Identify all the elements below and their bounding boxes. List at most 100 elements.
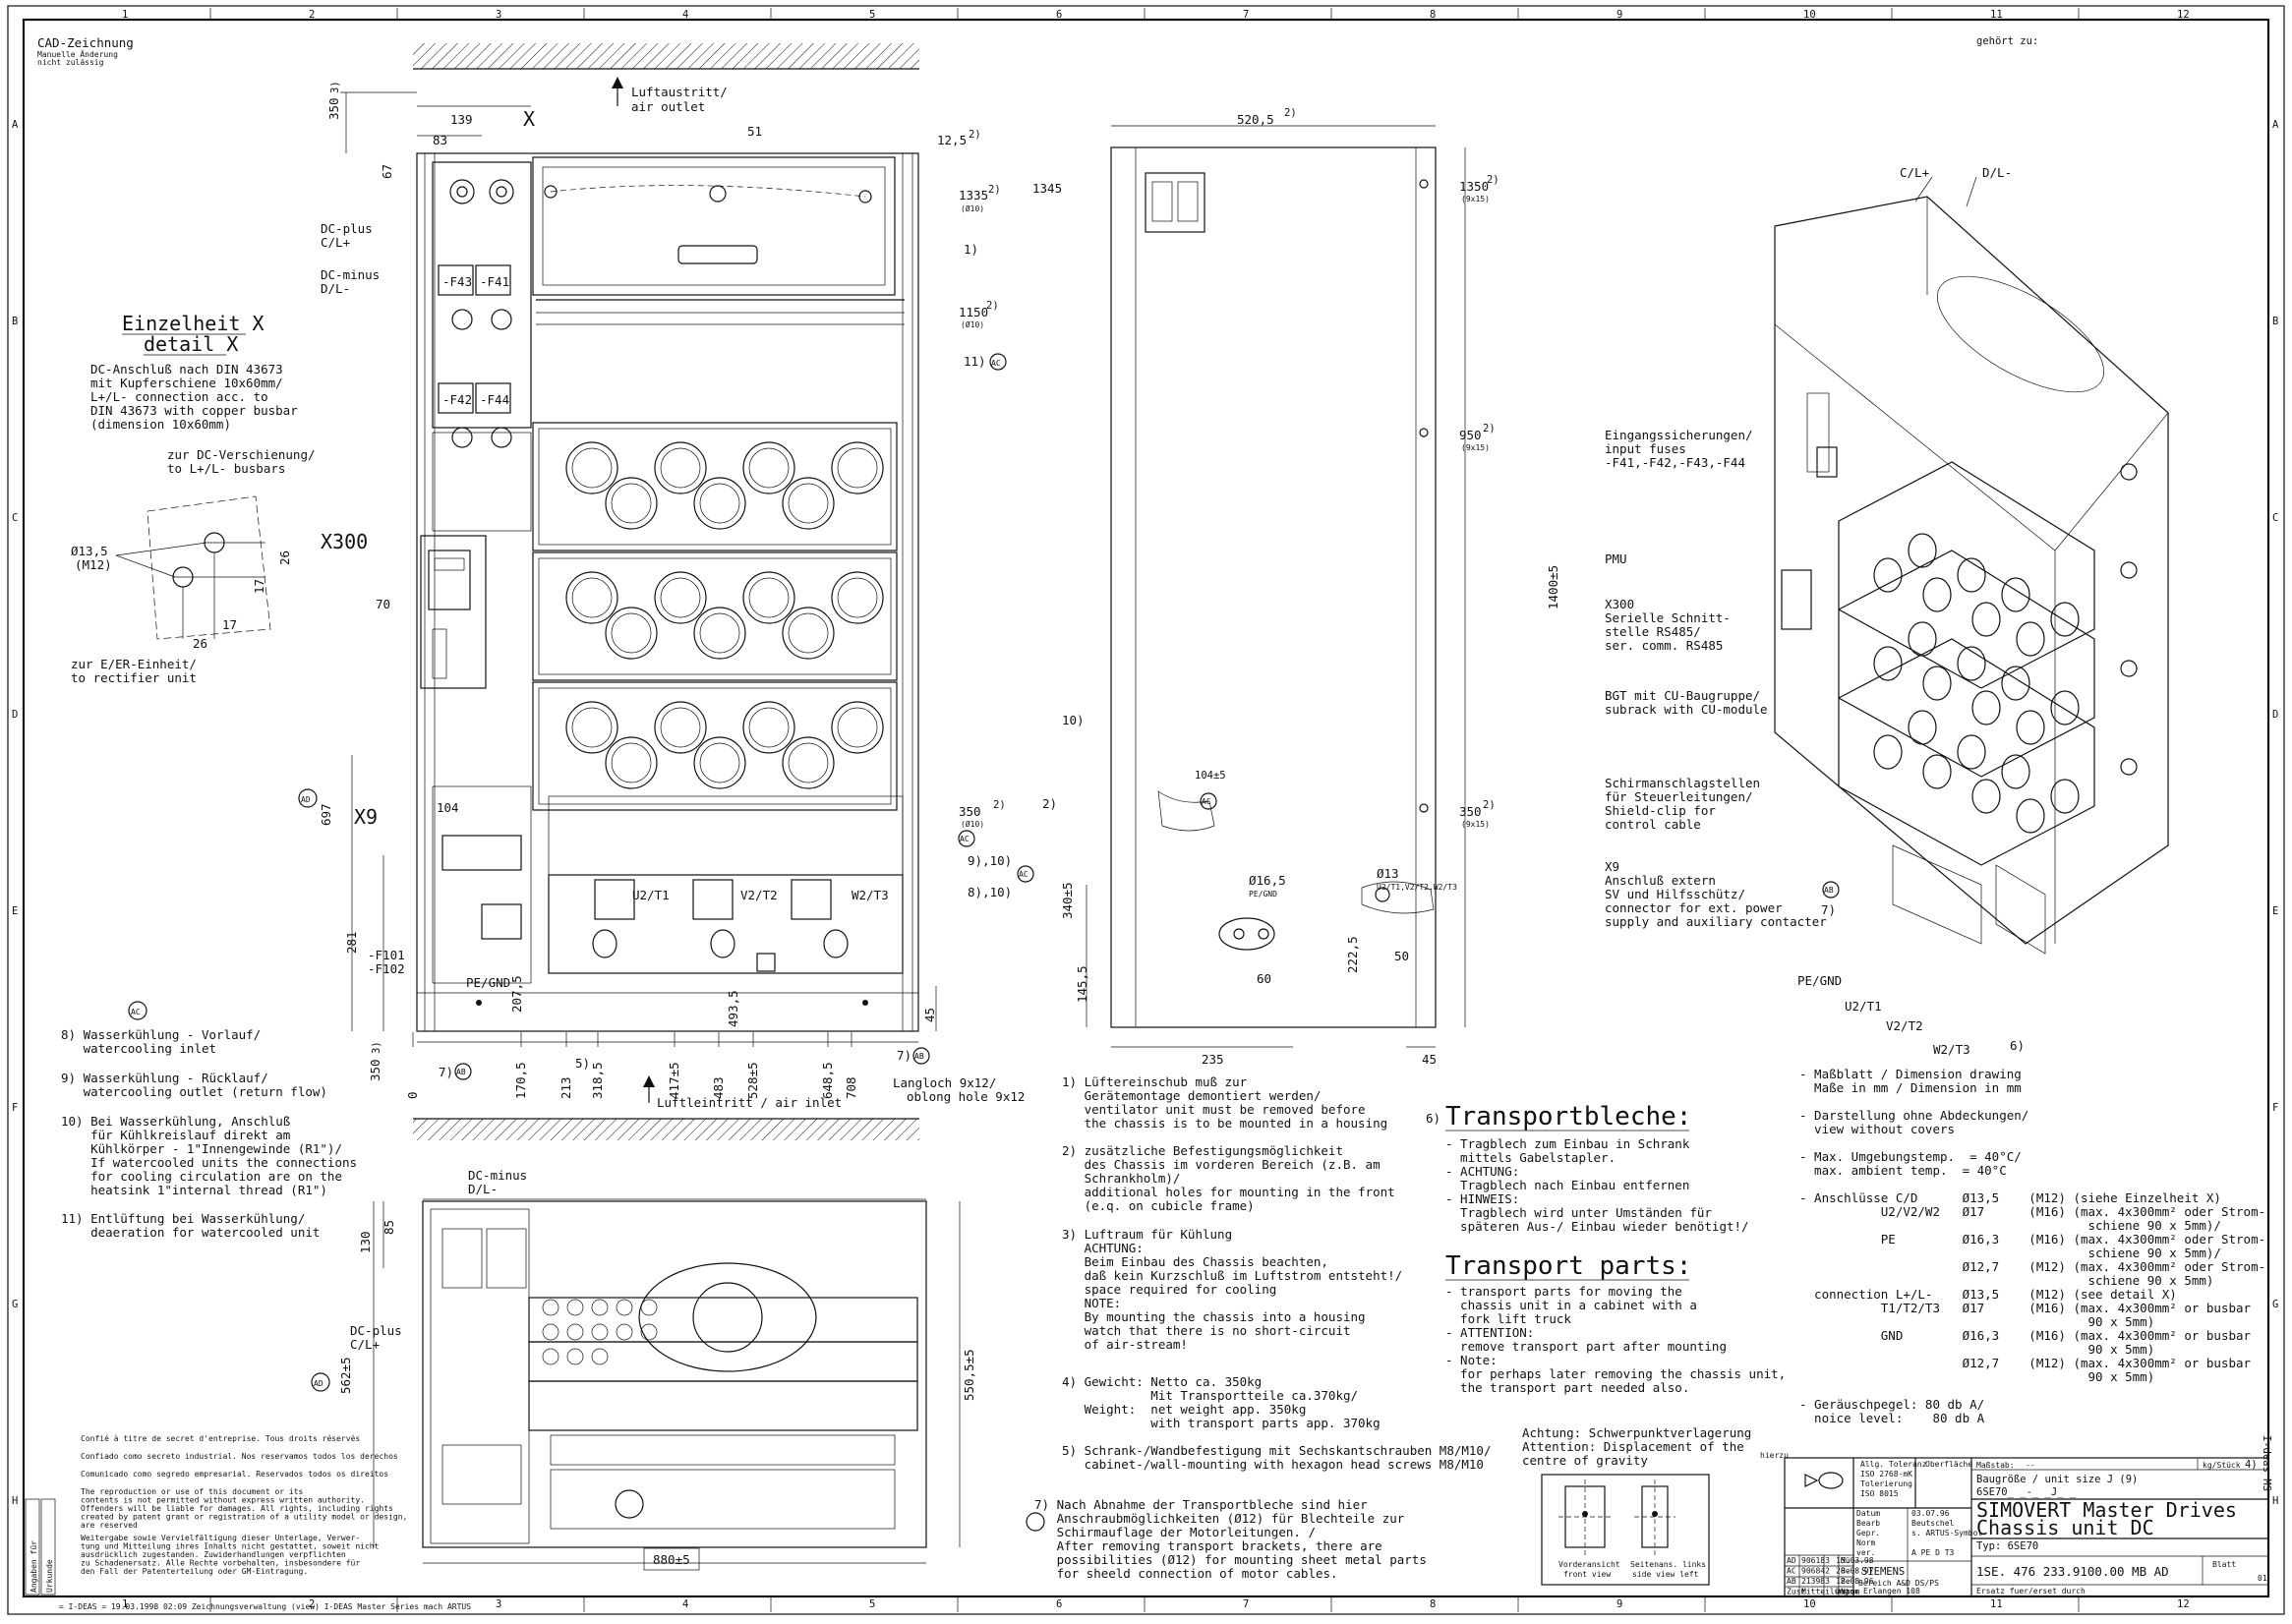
note-4-3: Weight: net weight app. 350kg [1062,1402,1306,1417]
note-8-2: watercooling inlet [61,1041,216,1056]
dim-1335: 1335 [959,188,988,203]
ab-mark-front: AB [456,1068,466,1076]
note-3-3: Beim Einbau des Chassis beachten, [1062,1254,1328,1269]
tb-product-1: SIMOVERT Master Drives [1976,1498,2237,1522]
note-7-4: After removing transport brackets, there… [1034,1538,1382,1553]
notes-left: 8) Wasserkühlung - Vorlauf/ watercooling… [61,1027,357,1240]
detail-x-text-2: mit Kupferschiene 10x60mm/ [90,376,283,390]
transport-de: - Tragblech zum Einbau in Schrank mittel… [1445,1136,1749,1234]
dc-minus-2: D/L- [321,281,350,296]
callout-1: 1) [964,242,978,257]
dim-350-hole: (Ø10) [961,819,984,829]
dim-1345: 1345 [1032,181,1062,196]
dim-12-5: 12,5 [937,133,967,147]
row-right-A: A [2272,119,2279,131]
note-2-1: 2) zusätzliche Befestigungsmöglichkeit [1062,1143,1343,1158]
confid-c-2: tung und Mitteilung ihres Inhalts nicht … [81,1542,380,1551]
spec-line-4: - Darstellung ohne Abdeckungen/ [1799,1108,2028,1123]
dim-350-right: 350 [959,804,981,819]
tb-rev-1-4: Mü [1841,1556,1851,1565]
col-top-12: 12 [2177,9,2190,21]
col-bottom-6: 6 [1056,1598,1062,1610]
dim-207-5: 207,5 [509,975,524,1013]
confid-b-1: The reproduction or use of this document… [81,1487,304,1496]
ad-mark-bottom: AD [314,1379,323,1388]
note-3-5: space required for cooling [1062,1282,1276,1297]
iso-x9-1: X9 [1605,859,1619,874]
dim-350-side-hole: (9x15) [1461,820,1490,829]
cad-note-3: nicht zulässig [37,58,104,67]
tb-blatt: Blatt [2212,1560,2236,1569]
detail-x-text-3: L+/L- connection acc. to [90,389,268,404]
iso-fuses-3: -F41,-F42,-F43,-F44 [1605,455,1745,470]
transport-en-4: - ATTENTION: [1445,1325,1534,1340]
hole-13-side: Ø13 [1377,866,1399,881]
tb-row-key-2: Bearb [1856,1519,1880,1528]
front-view-label-1: Vorderansicht [1558,1560,1620,1569]
tb-row-val-3: s. ARTUS-Symbol [1911,1529,1982,1537]
bottom-view-holes [542,1299,658,1365]
tb-sheet-no: 4) [2245,1459,2258,1471]
hole-16-5-label: PE/GND [1249,890,1277,899]
transport-de-2: mittels Gabelstapler. [1445,1150,1616,1165]
note-11-1: 11) Entlüftung bei Wasserkühlung/ [61,1211,305,1226]
specifications: - Maßblatt / Dimension drawing Maße in m… [1799,1067,2265,1425]
hole-13-5: Ø13,5 [71,544,108,558]
spec-line-21: 90 x 5mm) [1799,1342,2154,1357]
isometric-modules [1838,461,2095,866]
cad-note-2: Manuelle Änderung [37,49,118,59]
spec-line-16: schiene 90 x 5mm) [1799,1273,2213,1288]
note-8-1: 8) Wasserkühlung - Vorlauf/ [61,1027,261,1042]
rectifier-1: zur E/ER-Einheit/ [71,657,197,671]
spec-line-17: connection L+/L- Ø13,5 (M12) (see detail… [1799,1287,2177,1302]
transport-de-4: Tragblech nach Einbau entfernen [1445,1178,1689,1192]
dim-bottom-5: 417±5 [667,1062,681,1099]
tb-rev-4-1: Zust [1787,1588,1805,1596]
tb-row-key-5: ver. [1856,1548,1875,1557]
col-top-5: 5 [869,9,875,21]
tb-dept-1: Bereich A&D DS/PS [1858,1579,1939,1588]
bottom-dc-plus-1: DC-plus [350,1323,402,1338]
bottom-dim-130: 130 [358,1231,373,1253]
row-right-F: F [2272,1102,2278,1114]
dim-83: 83 [433,133,447,147]
front-view-label-2: front view [1563,1570,1611,1579]
fuse-f102: -F102 [368,961,405,976]
dim-26-h: 26 [193,636,207,651]
col-top-8: 8 [1430,9,1436,21]
iso-pmu: PMU [1605,551,1627,566]
note-2-2: des Chassis im vorderen Bereich (z.B. am [1062,1157,1381,1172]
note-10-5: for cooling circulation are on the [61,1169,342,1184]
bottom-dc-plus-2: C/L+ [350,1337,380,1352]
note-3-1: 3) Luftraum für Kühlung [1062,1227,1232,1242]
bottom-dim-562: 562±5 [338,1357,353,1394]
note-11-2: deaeration for watercooled unit [61,1225,320,1240]
callout-5-front: 5) [575,1056,590,1071]
tb-rev-4-4: Name [1841,1588,1859,1596]
isometric-view [1774,176,2169,955]
iso-x9-3: SV und Hilfsschütz/ [1605,887,1745,901]
confid-c-3: ausdrücklich zugestanden. Zuwiderhandlun… [81,1550,346,1559]
note-7-6: for sheeld connection of motor cables. [1034,1566,1338,1581]
col-top-2: 2 [309,9,315,21]
approval-stamp [25,1498,56,1595]
note-1-1: 1) Lüftereinschub muß zur [1062,1074,1248,1089]
row-left-G: G [12,1299,18,1310]
row-left-H: H [12,1495,18,1507]
dim-350-bottom: 350 [368,1059,382,1081]
iso-cl: C/L+ [1900,165,1929,180]
confid-a-2: Confiado como secreto industrial. Nos re… [81,1452,398,1461]
detail-x-text-5: (dimension 10x60mm) [90,417,231,432]
dim-sup3-top: 3) [329,81,341,93]
note-1-2: Gerätemontage demontiert werden/ [1062,1088,1321,1103]
tb-rev-3-3: 12.08.96 [1836,1577,1874,1586]
dim-950-hole: (9x15) [1461,443,1490,452]
rectifier-2: to rectifier unit [71,670,197,685]
detail-x-title: Einzelheit X [122,312,264,335]
spec-line-20: GND Ø16,3 (M16) (max. 4x300mm² or busbar [1799,1328,2252,1343]
bottom-view [373,1198,961,1571]
col-top-4: 4 [682,9,688,21]
col-top-10: 10 [1803,9,1816,21]
note-3-8: watch that there is no short-circuit [1062,1323,1351,1338]
